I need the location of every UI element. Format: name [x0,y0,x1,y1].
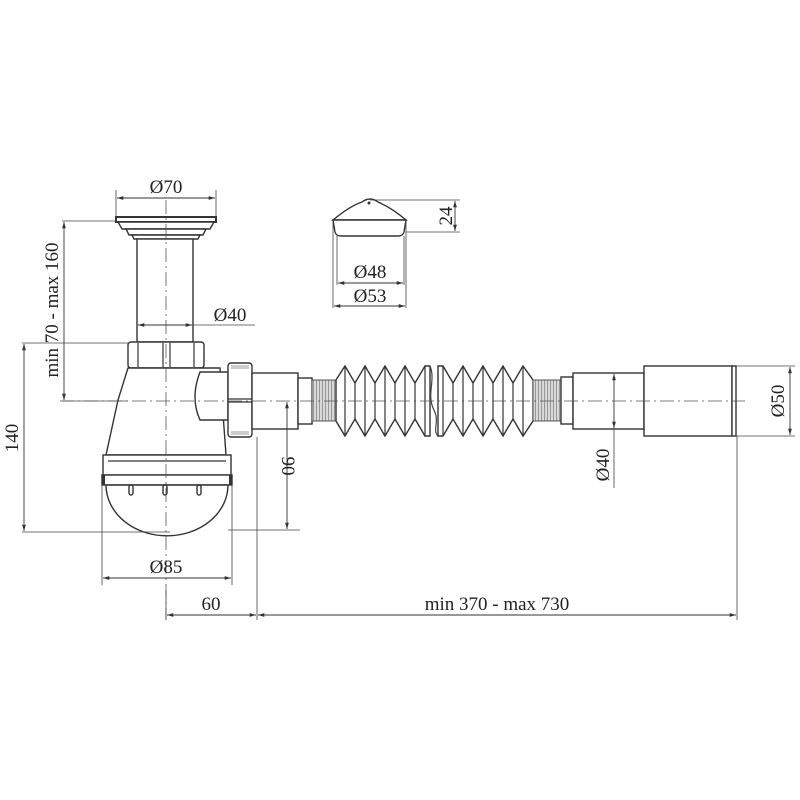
dim-bottle-diameter: Ø85 [150,557,183,578]
dim-flexible-length-label: min 370 - max 730 [425,594,570,615]
dim-adjustable-height-label: min 70 - max 160 [42,242,63,377]
dim-outlet-height-label: 90 [277,457,298,476]
stopper [331,198,460,308]
centerlines [60,200,745,620]
dim-bottle: Ø85 [101,485,233,585]
dim-total-height: 140 [2,342,170,533]
stopper-dimensions: 24 Ø48 Ø53 [334,201,457,308]
dim-flexible-length: min 370 - max 730 [258,436,738,620]
flex-hose-left-thread [311,379,337,422]
outlet-nut [227,362,253,438]
dim-outlet-diameter: Ø50 [768,385,789,418]
dim-inlet-diameter: Ø40 [214,305,247,326]
dim-outlet-offset: 60 [165,437,258,620]
dim-flex-end: Ø40 [593,374,616,488]
dim-inlet-pipe: Ø40 [138,305,255,327]
dim-flange-diameter: Ø70 [150,177,183,198]
flex-hose-right-thread [532,379,562,422]
dim-stopper-outer-diameter: Ø53 [354,286,387,307]
dim-flex-end-diameter: Ø40 [593,449,614,482]
dim-stopper-inner-diameter: Ø48 [354,262,387,283]
dim-stopper-height: 24 [436,206,457,226]
dim-total-height-label: 140 [2,424,23,453]
dim-outlet-height: 90 [228,402,300,531]
inlet-pipe [136,238,194,343]
bottle-body [101,367,233,537]
dim-adjustable-height: min 70 - max 160 [42,220,128,402]
dim-outlet-offset-label: 60 [202,594,221,615]
dim-flange: Ø70 [115,177,217,217]
dim-outlet: Ø50 [736,365,795,437]
